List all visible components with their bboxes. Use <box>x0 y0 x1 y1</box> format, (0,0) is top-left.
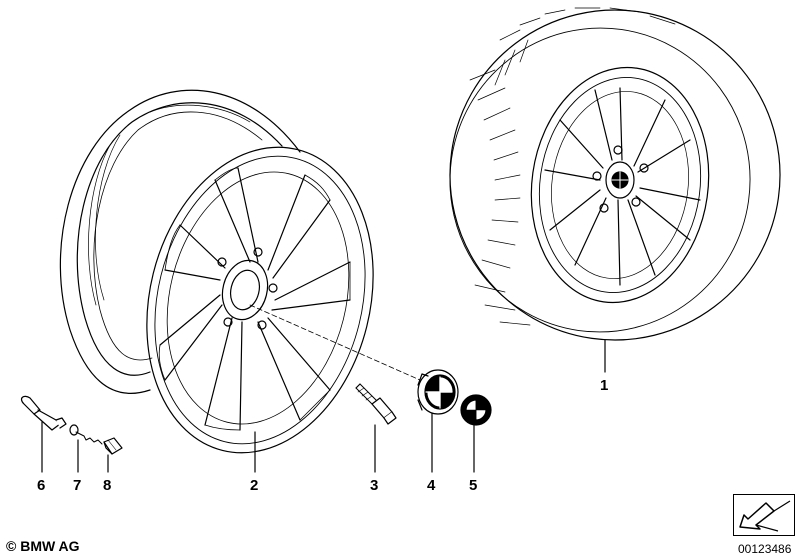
hub-cap <box>417 369 459 415</box>
copyright-text: © BMW AG <box>6 538 80 554</box>
arrow-down-left-icon <box>739 500 791 532</box>
wheel-bolt <box>355 383 397 425</box>
valve-cap <box>103 437 123 455</box>
complete-wheel <box>449 7 781 341</box>
callout-6: 6 <box>37 477 46 494</box>
callout-2: 2 <box>250 477 259 494</box>
figure-id: 00123486 <box>738 542 792 556</box>
callout-3: 3 <box>370 477 379 494</box>
alloy-rim <box>59 89 374 454</box>
callout-7: 7 <box>73 477 82 494</box>
callout-4: 4 <box>427 477 436 494</box>
callout-5: 5 <box>469 477 478 494</box>
valve-insert <box>69 424 103 445</box>
navigation-button[interactable] <box>733 494 795 536</box>
callout-1: 1 <box>600 377 609 394</box>
callout-8: 8 <box>103 477 112 494</box>
valve-body <box>20 395 67 431</box>
assembly-line <box>249 304 421 381</box>
emblem <box>460 394 492 426</box>
